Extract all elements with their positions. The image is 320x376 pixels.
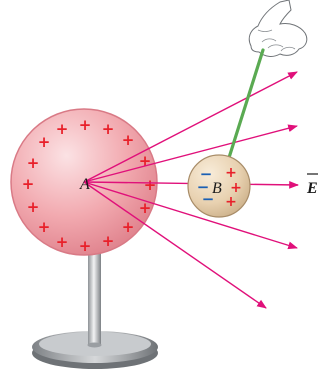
plus-charge: + — [27, 154, 40, 172]
plus-charge: + — [79, 116, 92, 134]
plus-charge: + — [122, 218, 135, 236]
stand-pole-foot — [87, 342, 102, 348]
label-field-e: E — [306, 180, 318, 197]
field-line-5 — [83, 181, 267, 309]
hand-outline — [248, 0, 308, 57]
plus-charge: + — [79, 237, 92, 255]
label-sphere-a: A — [79, 176, 90, 193]
hand-fingers — [257, 29, 296, 52]
label-sphere-b: B — [212, 180, 222, 197]
plus-charge: + — [230, 180, 242, 196]
sphere-b — [187, 154, 251, 218]
hand — [248, 0, 308, 57]
sphere-b-charges: −−−+++ — [197, 165, 242, 210]
field-line-1 — [83, 71, 298, 183]
plus-charge: + — [225, 194, 237, 210]
insulating-rod — [225, 48, 265, 166]
stand-pole — [88, 250, 101, 346]
plus-charge: + — [225, 165, 237, 181]
plus-charge: + — [56, 120, 69, 138]
plus-charge: + — [27, 198, 40, 216]
minus-charge: − — [197, 178, 210, 196]
field-line-4 — [83, 181, 298, 250]
plus-charge: + — [144, 176, 157, 194]
plus-charge: + — [22, 175, 35, 193]
plus-charge: + — [56, 233, 69, 251]
plus-charge: + — [102, 232, 115, 250]
plus-charge: + — [38, 218, 51, 236]
minus-charge: − — [200, 165, 213, 183]
plus-charge: + — [122, 131, 135, 149]
field-line-2 — [83, 124, 298, 183]
stand — [32, 250, 158, 369]
plus-charge: + — [139, 199, 152, 217]
plus-charge: + — [38, 133, 51, 151]
plus-charge: + — [102, 120, 115, 138]
sphere-a-charges: ++++++++++++++++ — [22, 116, 157, 255]
minus-charge: − — [202, 190, 215, 208]
